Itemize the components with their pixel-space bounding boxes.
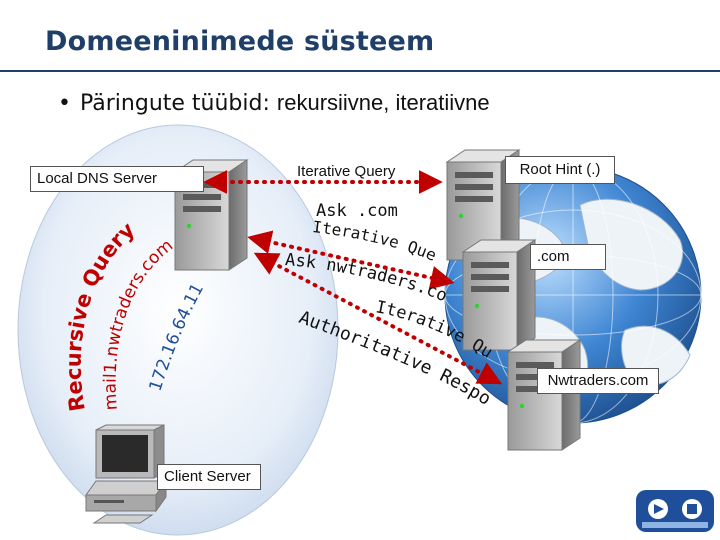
com-server-label: .com	[530, 244, 606, 270]
client-computer-icon	[86, 425, 166, 523]
client-server-label: Client Server	[157, 464, 261, 490]
nwtraders-server-label: Nwtraders.com	[537, 368, 659, 394]
root-hint-label: Root Hint (.)	[505, 156, 615, 184]
local-dns-server-label: Local DNS Server	[30, 166, 204, 192]
logo-icon	[636, 490, 714, 532]
server-icon	[508, 340, 580, 450]
iterative-query-label: Iterative Query	[297, 163, 395, 180]
ask-com-label: Ask .com	[316, 201, 398, 221]
